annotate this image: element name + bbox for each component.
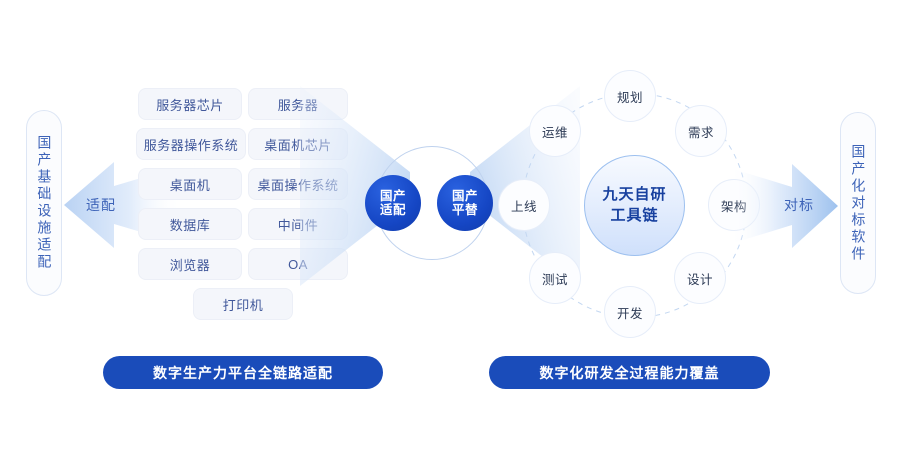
lifecycle-node[interactable]: 开发	[604, 286, 656, 338]
right-banner-label: 数字化研发全过程能力覆盖	[539, 364, 720, 381]
lifecycle-node[interactable]: 设计	[674, 252, 726, 304]
infrastructure-tag[interactable]: 服务器芯片	[138, 88, 242, 120]
infrastructure-tag[interactable]: 桌面机	[138, 168, 242, 200]
left-arrow-label: 适配	[86, 197, 116, 213]
infrastructure-tag[interactable]: 数据库	[138, 208, 242, 240]
infrastructure-tag[interactable]: 浏览器	[138, 248, 242, 280]
toolchain-hub-line1: 九天自研	[602, 186, 667, 204]
infrastructure-tag[interactable]: OA	[248, 248, 348, 280]
center-circle-substitution-line2: 平替	[451, 203, 478, 217]
right-endpoint-label: 国产化对标软件	[850, 143, 867, 263]
center-circle-substitution-line1: 国产	[451, 188, 478, 203]
infrastructure-tag[interactable]: 打印机	[193, 288, 293, 320]
toolchain-hub-line2: 工具链	[610, 206, 659, 224]
left-banner-label: 数字生产力平台全链路适配	[153, 364, 333, 381]
left-endpoint-pill: 国产基础设施适配	[26, 110, 62, 296]
right-banner-button[interactable]: 数字化研发全过程能力覆盖	[489, 356, 770, 389]
right-arrow-icon	[730, 164, 838, 248]
lifecycle-node[interactable]: 规划	[604, 70, 656, 122]
right-endpoint-pill: 国产化对标软件	[840, 112, 876, 294]
center-circle-adaptation[interactable]: 国产 适配	[365, 175, 421, 231]
lifecycle-node[interactable]: 测试	[529, 252, 581, 304]
left-funnel-shape	[300, 86, 410, 286]
infrastructure-tag[interactable]: 服务器操作系统	[136, 128, 246, 160]
right-arrow-label: 对标	[784, 197, 814, 213]
left-endpoint-label: 国产基础设施适配	[36, 135, 53, 271]
center-circle-adaptation-line2: 适配	[379, 203, 406, 217]
lifecycle-node[interactable]: 运维	[529, 105, 581, 157]
left-banner-button[interactable]: 数字生产力平台全链路适配	[103, 356, 383, 389]
lifecycle-node[interactable]: 需求	[675, 105, 727, 157]
lifecycle-node[interactable]: 上线	[498, 179, 550, 231]
center-circle-substitution[interactable]: 国产 平替	[437, 175, 493, 231]
center-circle-adaptation-line1: 国产	[379, 188, 406, 203]
toolchain-hub[interactable]: 九天自研 工具链	[584, 155, 685, 256]
